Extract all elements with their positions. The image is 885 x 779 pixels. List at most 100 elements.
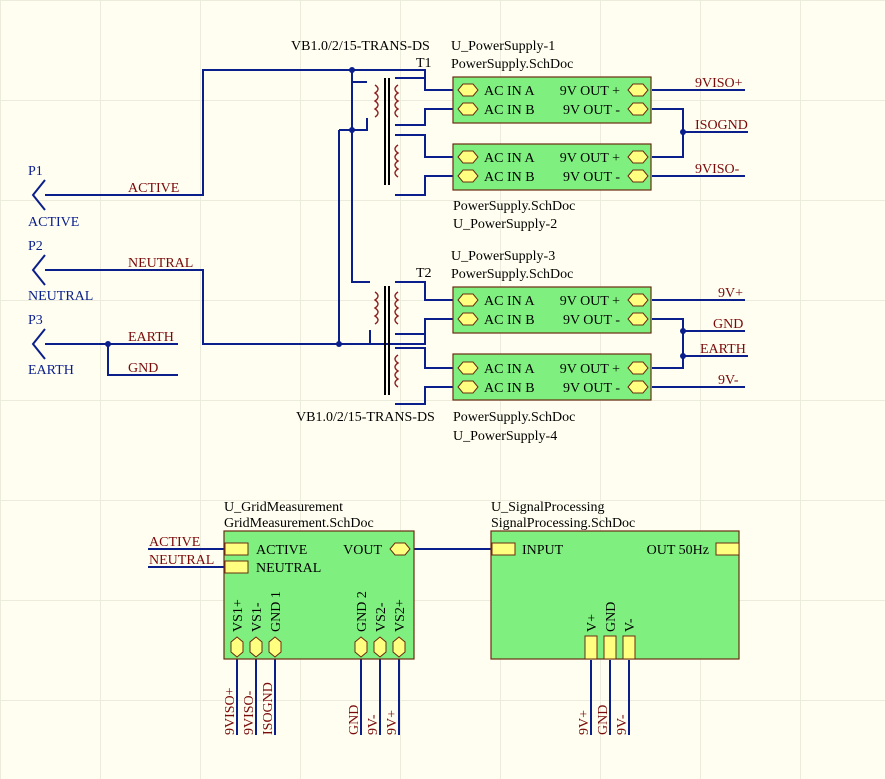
wire-gnd-port[interactable] [107, 344, 178, 376]
entry-ac-in-b: AC IN B [484, 103, 535, 118]
entry-v-plus: V+ [585, 614, 600, 632]
net-label-gm-isognd[interactable]: ISOGND [261, 682, 276, 735]
net-label-gm-gnd[interactable]: GND [347, 705, 362, 735]
port-arrow-icon [31, 179, 46, 211]
wire-neutral[interactable] [45, 269, 458, 345]
sheet-power-supply-1[interactable]: AC IN A AC IN B 9V OUT + 9V OUT - U_Powe… [451, 39, 652, 124]
net-label-9v-minus[interactable]: 9V- [718, 373, 739, 388]
wire-isognd-loop [652, 108, 684, 158]
net-label-earth2[interactable]: EARTH [700, 342, 746, 357]
port-name: ACTIVE [28, 215, 79, 230]
sheet-filename: SignalProcessing.SchDoc [491, 516, 635, 531]
net-label-active[interactable]: ACTIVE [128, 181, 179, 196]
sheet-entry-icon [627, 312, 649, 326]
entry-vs2-plus: VS2+ [393, 599, 408, 632]
sheet-entry-icon [392, 636, 406, 658]
transformer-t1[interactable]: T1 VB1.0/2/15-TRANS-DS [291, 39, 432, 185]
entry-v-minus: V- [623, 618, 638, 632]
entry-ac-in-a: AC IN A [484, 294, 535, 309]
entry-ac-in-b: AC IN B [484, 381, 535, 396]
net-label-sp-9v-minus[interactable]: 9V- [615, 714, 630, 735]
net-label-gm-active[interactable]: ACTIVE [149, 535, 200, 550]
sheet-entry-icon [457, 380, 479, 394]
wire-gnd-loop [652, 318, 684, 369]
sheet-power-supply-4[interactable]: AC IN A AC IN B 9V OUT + 9V OUT - PowerS… [452, 353, 652, 444]
net-label-9v-plus[interactable]: 9V+ [718, 286, 743, 301]
net-label-sp-gnd[interactable]: GND [596, 705, 611, 735]
sheet-entry-icon [627, 293, 649, 307]
sheet-entry-icon [715, 542, 740, 556]
wire-t2-sec2-bot [395, 386, 458, 405]
net-label-earth[interactable]: EARTH [128, 330, 174, 345]
sheet-grid-measurement[interactable]: ACTIVE NEUTRAL VOUT U_GridMeasurement Gr… [223, 500, 415, 735]
sheet-designator: U_PowerSupply-1 [451, 39, 555, 54]
entry-9v-out-minus: 9V OUT - [563, 170, 620, 185]
junction-dot [349, 127, 355, 133]
entry-vs2-minus: VS2- [374, 602, 389, 632]
entry-ac-in-a: AC IN A [484, 151, 535, 166]
coil-icon [373, 291, 379, 325]
sheet-power-supply-3[interactable]: AC IN A AC IN B 9V OUT + 9V OUT - U_Powe… [451, 249, 652, 334]
wire-t2-sec1-bot [395, 319, 426, 335]
port-p3[interactable]: P3 EARTH [28, 313, 74, 378]
t2-part: VB1.0/2/15-TRANS-DS [296, 410, 435, 425]
sheet-body [452, 76, 652, 124]
sheet-entry-icon [249, 636, 263, 658]
junction-dot [680, 129, 686, 135]
entry-input: INPUT [522, 543, 564, 558]
net-label-gm-9viso-minus[interactable]: 9VISO- [242, 690, 257, 735]
entry-gnd2: GND 2 [355, 591, 370, 632]
wire-active[interactable] [45, 69, 458, 196]
wire-t1-pri-bot [352, 118, 368, 131]
port-p1[interactable]: P1 ACTIVE [28, 164, 79, 230]
t2-designator: T2 [416, 266, 432, 281]
net-label-sp-9v-plus[interactable]: 9V+ [577, 710, 592, 735]
sheet-entry-icon [354, 636, 368, 658]
sheet-designator: U_GridMeasurement [224, 500, 343, 515]
port-p2[interactable]: P2 NEUTRAL [28, 239, 93, 304]
port-designator: P1 [28, 164, 43, 179]
wire-t2-sec2-top [395, 347, 458, 369]
sheet-body [452, 143, 652, 191]
wire-t1-sec2-top [395, 134, 458, 158]
net-label-isognd[interactable]: ISOGND [695, 118, 748, 133]
net-label-gnd2[interactable]: GND [713, 317, 743, 332]
sheet-entry-icon [268, 636, 282, 658]
t1-designator: T1 [416, 56, 432, 71]
sheet-entry-icon [603, 635, 617, 660]
entry-ac-in-a: AC IN A [484, 362, 535, 377]
net-label-9viso-plus[interactable]: 9VISO+ [695, 76, 743, 91]
sheet-signal-processing[interactable]: INPUT OUT 50Hz U_SignalProcessing Signal… [490, 500, 740, 735]
sheet-entry-icon [373, 636, 387, 658]
coil-icon [373, 84, 379, 118]
net-label-gm-neutral[interactable]: NEUTRAL [149, 553, 214, 568]
sheet-designator: U_PowerSupply-4 [453, 429, 557, 444]
sheet-entry-icon [457, 102, 479, 116]
sheet-entry-icon [584, 635, 598, 660]
entry-9v-out-minus: 9V OUT - [563, 381, 620, 396]
sheet-entry-icon [627, 150, 649, 164]
sheet-power-supply-2[interactable]: AC IN A AC IN B 9V OUT + 9V OUT - PowerS… [452, 143, 652, 232]
sheet-entry-icon [457, 293, 479, 307]
net-label-gm-9v-plus[interactable]: 9V+ [385, 710, 400, 735]
wire-t1-sec1-bot [395, 108, 458, 126]
entry-ac-in-a: AC IN A [484, 84, 535, 99]
sheet-designator: U_PowerSupply-2 [453, 217, 557, 232]
entry-vs1-plus: VS1+ [231, 599, 246, 632]
net-label-neutral[interactable]: NEUTRAL [128, 256, 193, 271]
coil-icon [394, 354, 400, 388]
sheet-entry-icon [389, 542, 411, 556]
net-label-gm-9viso-plus[interactable]: 9VISO+ [223, 687, 238, 735]
net-label-9viso-minus[interactable]: 9VISO- [695, 162, 740, 177]
sheet-entry-icon [491, 542, 516, 556]
entry-ac-in-b: AC IN B [484, 313, 535, 328]
transformer-t2[interactable]: T2 VB1.0/2/15-TRANS-DS [296, 266, 435, 425]
sheet-designator: U_PowerSupply-3 [451, 249, 555, 264]
sheet-entry-icon [457, 83, 479, 97]
net-label-gnd[interactable]: GND [128, 361, 158, 376]
sheet-entry-icon [457, 169, 479, 183]
entry-gnd1: GND 1 [269, 591, 284, 632]
entry-gnd: GND [604, 602, 619, 632]
net-label-gm-9v-minus[interactable]: 9V- [366, 714, 381, 735]
